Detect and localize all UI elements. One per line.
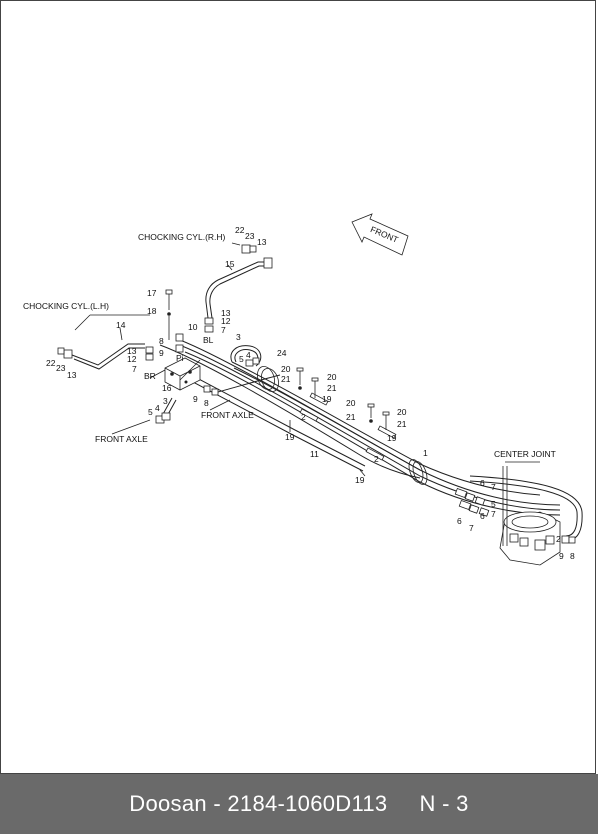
- center-joint-fittings: [454, 487, 490, 517]
- callout: 2: [301, 412, 306, 422]
- callout: 3: [236, 332, 241, 342]
- callout: 5: [148, 407, 153, 417]
- callout: 6: [457, 516, 462, 526]
- bl-label: BL: [203, 335, 214, 345]
- callout: 21: [327, 383, 337, 393]
- callout: 1: [423, 448, 428, 458]
- front-direction-arrow: FRONT: [351, 213, 409, 256]
- center-joint-hose: [469, 475, 583, 541]
- callout: 20: [346, 398, 356, 408]
- hose-clamps: [257, 365, 428, 485]
- callout: 13: [221, 308, 231, 318]
- callout: 7: [491, 509, 496, 519]
- callout: 3: [163, 396, 168, 406]
- callout: 4: [246, 350, 251, 360]
- callout: 10: [188, 322, 198, 332]
- callout: 7: [469, 523, 474, 533]
- callout: 12: [221, 316, 231, 326]
- callout: 24: [277, 348, 287, 358]
- callout: 11: [310, 449, 319, 459]
- callout: 9: [159, 348, 164, 358]
- callout: 9: [193, 394, 198, 404]
- callout: 2: [374, 454, 379, 464]
- callout: 22: [235, 225, 245, 235]
- callout: 16: [162, 383, 172, 393]
- callout: 14: [116, 320, 126, 330]
- callout: 6: [480, 478, 485, 488]
- callout: 21: [397, 419, 407, 429]
- front-axle-label-1: FRONT AXLE: [201, 410, 254, 420]
- callout: 22: [46, 358, 56, 368]
- callout: 19: [322, 394, 332, 404]
- callout: 19: [285, 432, 295, 442]
- front-axle-label-2: FRONT AXLE: [95, 434, 148, 444]
- chocking-rh-label: CHOCKING CYL.(R.H): [138, 232, 226, 242]
- center-joint: [499, 466, 576, 566]
- callout: 21: [346, 412, 356, 422]
- callout: 5: [239, 354, 244, 364]
- callout: 2: [556, 534, 561, 544]
- valve-block-16: [164, 357, 201, 391]
- valve-fittings: [145, 317, 219, 396]
- callout: 13: [67, 370, 77, 380]
- chocking-lh-label: CHOCKING CYL.(L.H): [23, 301, 109, 311]
- callout: 4: [155, 403, 160, 413]
- callout: 13: [127, 346, 137, 356]
- main-hose-bundle: [159, 339, 561, 516]
- callout: 13: [257, 237, 267, 247]
- callout: 8: [159, 336, 164, 346]
- pi-label: Pi: [176, 353, 184, 363]
- footer-bar: Doosan - 2184-1060D113 N - 3: [0, 774, 598, 834]
- callout: 8: [570, 551, 575, 561]
- callout: 7: [132, 364, 137, 374]
- diagram-frame: [0, 0, 596, 774]
- callout: 5: [491, 499, 496, 509]
- callout: 20: [327, 372, 337, 382]
- chocking-lh-line-14: [57, 343, 145, 370]
- footer-text: Doosan - 2184-1060D113 N - 3: [129, 791, 469, 816]
- callout: 20: [397, 407, 407, 417]
- callout: 19: [355, 475, 365, 485]
- callout: 18: [147, 306, 157, 316]
- callout: 20: [281, 364, 291, 374]
- chocking-rh-line-15: [205, 244, 273, 319]
- callout: 23: [245, 231, 255, 241]
- callout: 6: [480, 511, 485, 521]
- center-joint-label: CENTER JOINT: [494, 449, 556, 459]
- callout: 23: [56, 363, 66, 373]
- callout: 9: [559, 551, 564, 561]
- callout: 7: [491, 482, 496, 492]
- bolt-17: [165, 289, 173, 340]
- callout: 12: [127, 354, 137, 364]
- callout: 8: [204, 398, 209, 408]
- callout: 7: [221, 325, 226, 335]
- hydraulic-piping-diagram: FRONT: [23, 213, 583, 566]
- front-axle-hose: [155, 374, 281, 424]
- loop-hose-3: [230, 345, 262, 367]
- callout: 19: [387, 433, 397, 443]
- br-label: BR: [144, 371, 156, 381]
- callout: 15: [225, 259, 235, 269]
- leader-lines: [74, 242, 540, 477]
- bolts-20-21: [296, 367, 390, 430]
- callout: 17: [147, 288, 157, 298]
- callout: 21: [281, 374, 291, 384]
